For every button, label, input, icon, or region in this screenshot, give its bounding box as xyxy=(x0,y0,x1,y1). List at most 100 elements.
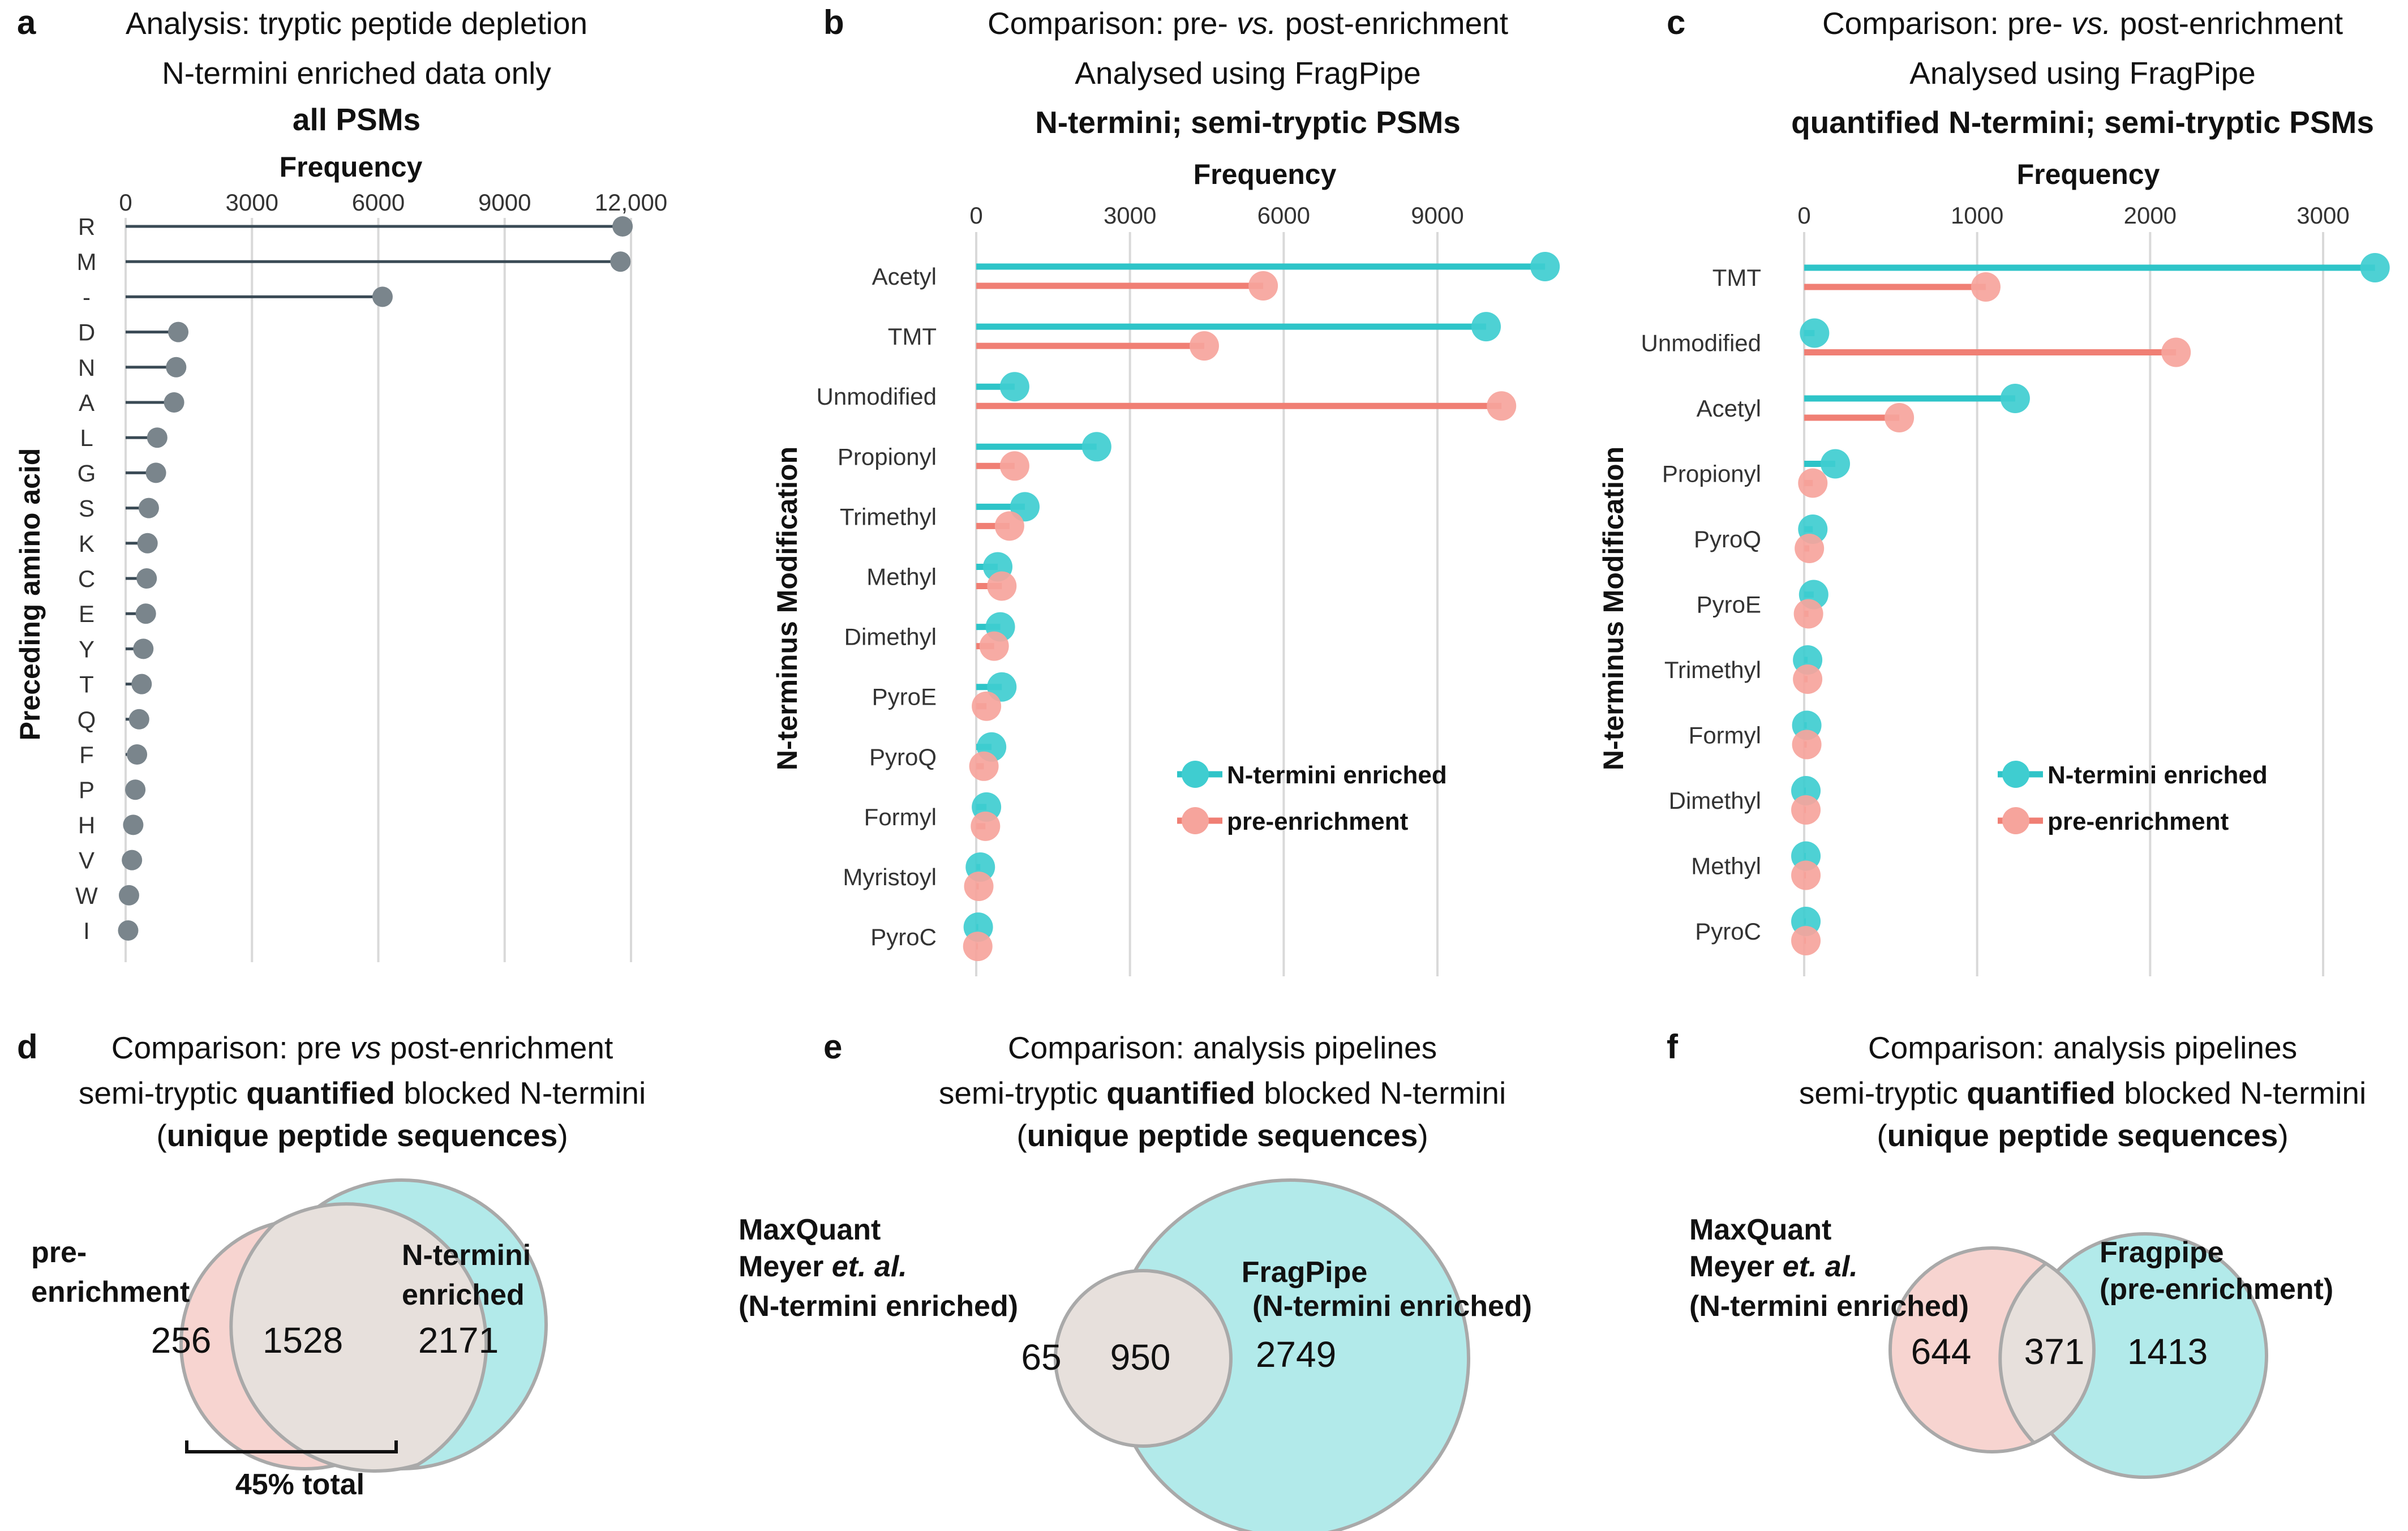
lollipop-point-pre xyxy=(979,631,1009,661)
panel-b-legend: N-termini enriched pre-enrichment xyxy=(1177,761,1447,835)
venn-f-right-label-1: Fragpipe xyxy=(2100,1236,2224,1269)
category-label: Y xyxy=(79,636,95,662)
panel-c-title-2: Analysed using FragPipe xyxy=(1909,55,2255,91)
lollipop-point-pre xyxy=(1971,272,2001,302)
lollipop-point-pre xyxy=(1885,403,1915,432)
lollipop-point-enriched xyxy=(1471,312,1501,342)
venn-f-right-only: 1413 xyxy=(2127,1331,2208,1372)
category-label: I xyxy=(83,917,90,944)
panel-b-x-axis-title: Frequency xyxy=(1194,158,1337,190)
category-label: Myristoyl xyxy=(843,864,937,890)
lollipop-point-pre xyxy=(972,691,1002,721)
venn-d-right-label-1: N-termini xyxy=(402,1239,531,1272)
category-label: - xyxy=(83,284,91,310)
category-label: Formyl xyxy=(1689,722,1761,749)
venn-f-left-only: 644 xyxy=(1911,1331,1972,1372)
category-label: Propionyl xyxy=(838,443,937,470)
category-label: PyroE xyxy=(1697,591,1761,618)
category-label: Trimethyl xyxy=(1664,657,1761,683)
panel-c-tick: 3000 xyxy=(2297,202,2349,229)
panel-c-title-3: quantified N-termini; semi-tryptic PSMs xyxy=(1791,105,2374,140)
panel-f: f Comparison: analysis pipelines semi-tr… xyxy=(1667,1028,2366,1479)
legend-pre-marker xyxy=(2002,807,2029,834)
venn-e-left-only: 65 xyxy=(1021,1337,1061,1378)
panel-f-title-2: semi-tryptic quantified blocked N-termin… xyxy=(1799,1075,2366,1110)
lollipop-point xyxy=(147,427,168,448)
lollipop-point-pre xyxy=(1791,926,1821,955)
category-label: W xyxy=(75,882,98,909)
panel-a-tick: 3000 xyxy=(226,189,278,216)
venn-e-left-label-1: MaxQuant xyxy=(739,1213,881,1246)
category-label: PyroE xyxy=(872,684,937,710)
category-label: PyroC xyxy=(1695,918,1761,945)
panel-d: d Comparison: pre vs post-enrichment sem… xyxy=(17,1028,646,1501)
panel-c-letter: c xyxy=(1667,3,1685,41)
panel-b-title-1: Comparison: pre- vs. post-enrichment xyxy=(988,6,1508,41)
panel-c-x-axis-title: Frequency xyxy=(2017,158,2160,190)
lollipop-point xyxy=(118,885,139,906)
category-label: Dimethyl xyxy=(844,624,937,650)
panel-b-legend-pre: pre-enrichment xyxy=(1227,808,1409,835)
category-label: Formyl xyxy=(864,804,937,830)
category-label: Unmodified xyxy=(1641,330,1761,357)
panel-c-tick: 2000 xyxy=(2124,202,2177,229)
panel-a-tick: 9000 xyxy=(478,189,531,216)
lollipop-point xyxy=(138,498,159,518)
lollipop-point xyxy=(118,920,139,941)
category-label: Unmodified xyxy=(817,383,937,410)
venn-d-left-label-2: enrichment xyxy=(31,1276,190,1309)
category-label: PyroQ xyxy=(1694,526,1761,552)
lollipop-point-pre xyxy=(971,811,1001,841)
venn-e-right-label-1: FragPipe xyxy=(1242,1256,1368,1289)
panel-c: c Comparison: pre- vs. post-enrichment A… xyxy=(1598,3,2390,976)
venn-d-right-only: 2171 xyxy=(418,1320,499,1361)
category-label: PyroQ xyxy=(869,744,937,770)
category-label: TMT xyxy=(888,323,937,350)
category-label: TMT xyxy=(1712,264,1761,291)
lollipop-point-pre xyxy=(994,511,1024,541)
panel-d-letter: d xyxy=(17,1028,38,1066)
lollipop-point-pre xyxy=(969,751,999,781)
category-label: E xyxy=(79,601,95,627)
lollipop-point xyxy=(164,392,184,413)
lollipop-point xyxy=(145,462,166,483)
category-label: Q xyxy=(78,706,96,733)
panel-f-title-3: (unique peptide sequences) xyxy=(1877,1118,2288,1153)
panel-d-title-1: Comparison: pre vs post-enrichment xyxy=(111,1030,613,1065)
panel-d-title-3: (unique peptide sequences) xyxy=(156,1118,568,1153)
lollipop-point-enriched xyxy=(999,372,1029,402)
panel-b-tick: 0 xyxy=(969,202,982,229)
lollipop-point xyxy=(610,251,631,272)
panel-a-y-axis-title: Preceding amino acid xyxy=(14,448,46,741)
lollipop-point-pre xyxy=(1795,534,1825,563)
lollipop-point-enriched xyxy=(2000,384,2030,413)
lollipop-point xyxy=(135,603,156,624)
category-label: K xyxy=(79,530,95,557)
venn-e-left-label-3: (N-termini enriched) xyxy=(739,1290,1018,1323)
venn-d-overlap-count: 1528 xyxy=(263,1320,343,1361)
panel-b-tick: 3000 xyxy=(1104,202,1156,229)
venn-f-left-label-2: Meyer et. al. xyxy=(1689,1250,1858,1283)
category-label: S xyxy=(79,495,95,522)
venn-d-bracket xyxy=(185,1440,398,1453)
lollipop-point-enriched xyxy=(1821,449,1851,479)
lollipop-point xyxy=(123,814,144,835)
venn-d-overlap xyxy=(229,1202,488,1473)
panel-e-title-2: semi-tryptic quantified blocked N-termin… xyxy=(939,1075,1506,1110)
panel-b-tick: 6000 xyxy=(1257,202,1310,229)
panel-c-legend-pre: pre-enrichment xyxy=(2048,808,2229,835)
panel-a-x-axis-title: Frequency xyxy=(280,151,423,183)
lollipop-point-enriched xyxy=(1800,318,1830,348)
panel-a-tick: 12,000 xyxy=(595,189,667,216)
category-label: Propionyl xyxy=(1662,461,1761,487)
lollipop-point xyxy=(131,674,152,694)
venn-f-overlap-count: 371 xyxy=(2024,1331,2085,1372)
panel-b-letter: b xyxy=(823,3,844,41)
panel-e-title-1: Comparison: analysis pipelines xyxy=(1008,1030,1437,1065)
panel-b-x-ticks: 0 3000 6000 9000 xyxy=(969,202,1463,229)
lollipop-point xyxy=(136,568,157,589)
lollipop-point xyxy=(127,744,148,765)
category-label: PyroC xyxy=(870,924,937,950)
